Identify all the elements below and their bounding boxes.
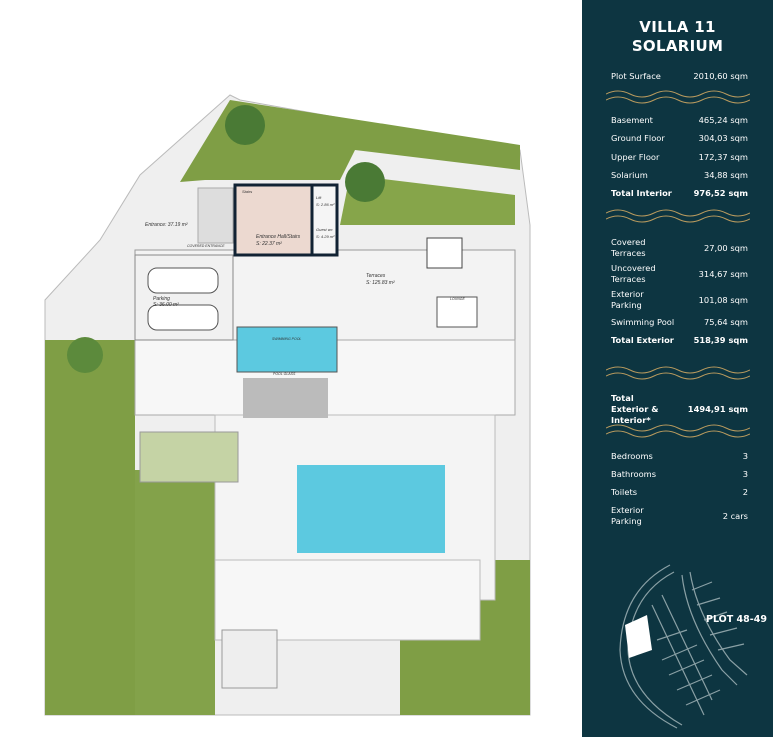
value: 2 — [742, 487, 748, 497]
lawn-top — [180, 100, 520, 182]
label-lift: Lift — [316, 195, 322, 200]
label: Total Interior — [611, 188, 672, 198]
row-upper-floor: Upper Floor 172,37 sqm — [611, 152, 748, 163]
label: Upper Floor — [611, 152, 660, 162]
value: 304,03 sqm — [698, 133, 748, 143]
row-bathrooms: Bathrooms 3 — [611, 469, 748, 480]
wave-divider — [606, 366, 750, 380]
info-sidebar: VILLA 11 SOLARIUM Plot Surface 2010,60 sq… — [582, 0, 773, 737]
car-2 — [147, 304, 219, 331]
value: 976,52 sqm — [693, 188, 748, 198]
lift-wc — [310, 183, 339, 257]
label-parking: Parking — [153, 296, 170, 302]
wave-divider — [606, 209, 750, 223]
label: Bathrooms — [611, 469, 657, 479]
bottom-terrace — [214, 559, 481, 641]
upper-pool — [236, 326, 338, 373]
value: 172,37 sqm — [698, 152, 748, 162]
floor-plan: Entrance: 37.19 m² COVERED ENTRANCE Stai… — [44, 94, 531, 716]
row-solarium: Solarium 34,88 sqm — [611, 170, 748, 181]
label-entrance: Entrance: 37.19 m² — [145, 222, 188, 228]
row-total-interior: Total Interior 976,52 sqm — [611, 188, 748, 199]
palm-tree — [345, 162, 385, 202]
value: 101,08 sqm — [698, 294, 748, 305]
value: 2 cars — [722, 510, 748, 521]
label-stairs: Stairs — [242, 189, 252, 194]
row-swimming-pool: Swimming Pool 75,64 sqm — [611, 317, 748, 328]
label: Plot Surface — [611, 71, 661, 81]
label-swimming-pool: SWIMMING POOL — [272, 337, 301, 341]
value: 518,39 sqm — [693, 335, 748, 345]
value: 3 — [742, 451, 748, 461]
label: Toilets — [611, 487, 638, 497]
palm-tree — [225, 105, 265, 145]
label: Uncovered Terraces — [611, 263, 656, 284]
row-basement: Basement 465,24 sqm — [611, 115, 748, 126]
label-guest-wc-area: S: 4.29 m² — [316, 234, 335, 239]
label-covered-entrance: COVERED ENTRANCE — [187, 244, 225, 248]
label: Exterior Parking — [611, 505, 644, 526]
value: 2010,60 sqm — [693, 71, 748, 81]
villa-title: VILLA 11 — [639, 18, 716, 36]
label: Bedrooms — [611, 451, 653, 461]
row-covered-terraces: Covered Terraces 27,00 sqm — [611, 237, 748, 259]
label: Solarium — [611, 170, 648, 180]
label: Exterior Parking — [611, 289, 644, 310]
lawn-left-lower — [135, 470, 215, 715]
label: Ground Floor — [611, 133, 665, 143]
label-lounge: LOUNGE — [450, 297, 465, 301]
label: Total Exterior — [611, 335, 674, 345]
row-exterior-parking-area: Exterior Parking 101,08 sqm — [611, 289, 748, 311]
highlighted-plot — [625, 615, 652, 658]
label: Covered Terraces — [611, 237, 646, 258]
dining-table — [426, 237, 463, 269]
stairs-entrance — [197, 187, 234, 244]
label-hall-area: S: 22.37 m² — [256, 241, 282, 247]
row-uncovered-terraces: Uncovered Terraces 314,67 sqm — [611, 263, 748, 285]
label-lift-area: S: 2.86 m² — [316, 202, 335, 207]
value: 465,24 sqm — [698, 115, 748, 125]
value: 34,88 sqm — [703, 170, 748, 180]
tree — [67, 337, 103, 373]
main-pool — [297, 465, 445, 553]
row-plot-surface: Plot Surface 2010,60 sqm — [611, 71, 748, 82]
row-ground-floor: Ground Floor 304,03 sqm — [611, 133, 748, 144]
value: 75,64 sqm — [703, 317, 748, 327]
label-hall: Entrance Hall/Stairs — [256, 234, 301, 240]
villa-subtitle: SOLARIUM — [631, 37, 724, 55]
row-toilets: Toilets 2 — [611, 487, 748, 498]
value: 27,00 sqm — [703, 242, 748, 253]
fountain — [221, 629, 278, 689]
row-bedrooms: Bedrooms 3 — [611, 451, 748, 462]
wave-divider — [606, 90, 750, 104]
row-total-all: Total Exterior & Interior* 1494,91 sqm — [611, 393, 748, 426]
row-exterior-parking: Exterior Parking 2 cars — [611, 505, 748, 527]
car-1 — [147, 267, 219, 294]
wave-divider — [606, 424, 750, 438]
label-parking-area: S: 36.00 m² — [153, 302, 179, 308]
pergola-lawn — [139, 431, 239, 483]
label-terraces: Terraces — [366, 273, 386, 279]
lounge-table — [436, 296, 478, 328]
label: Total Exterior & Interior* — [611, 393, 659, 425]
row-total-exterior: Total Exterior 518,39 sqm — [611, 335, 748, 346]
label-terraces-area: S: 125.83 m² — [366, 280, 395, 286]
label-pool-glass: POOL GLASS — [273, 372, 296, 376]
value: 3 — [742, 469, 748, 479]
plot-label: PLOT 48-49 — [706, 614, 767, 625]
label: Basement — [611, 115, 653, 125]
value: 314,67 sqm — [698, 268, 748, 279]
label-guest-wc: Guest wc — [316, 227, 333, 232]
pool-steps — [243, 378, 328, 418]
lawn-left — [45, 340, 135, 715]
site-map — [619, 564, 748, 729]
label: Swimming Pool — [611, 317, 675, 327]
value: 1494,91 sqm — [687, 404, 748, 414]
